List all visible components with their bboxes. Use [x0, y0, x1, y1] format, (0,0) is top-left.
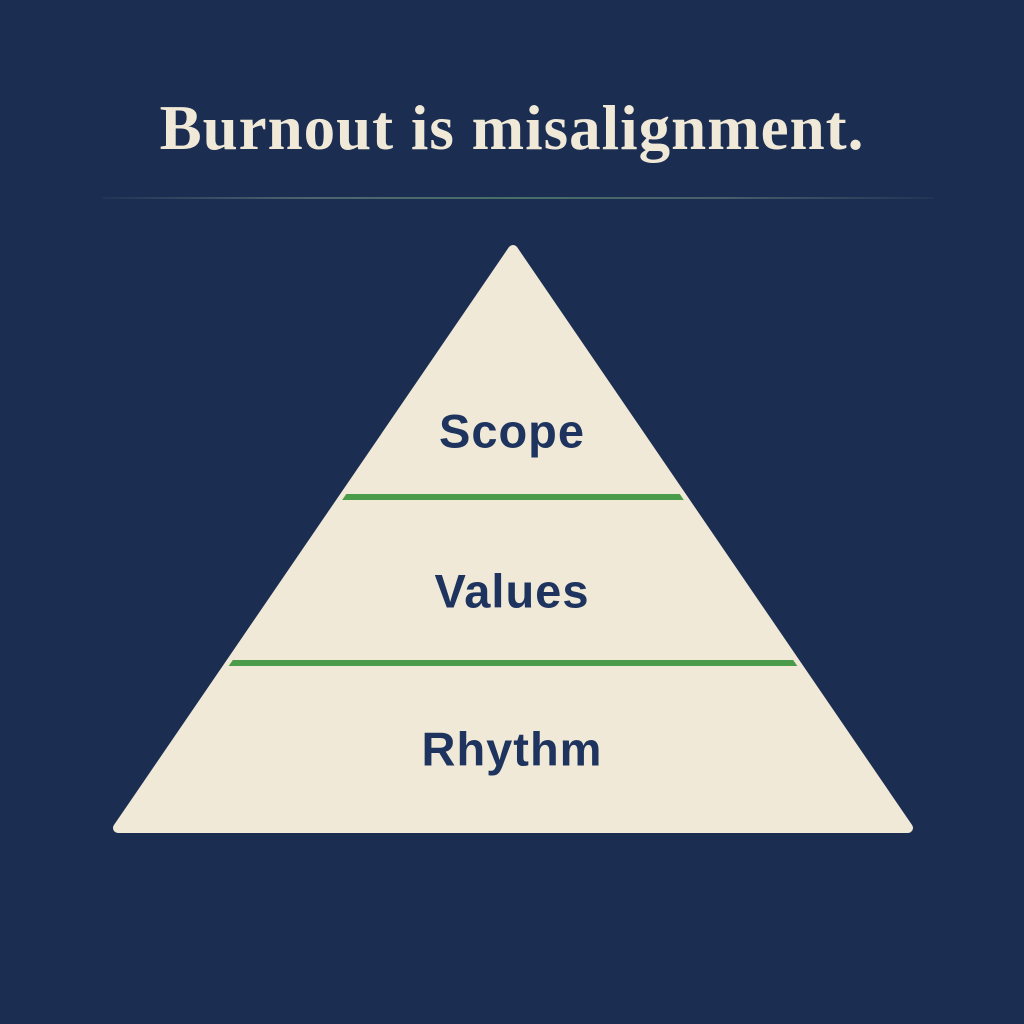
page-title: Burnout is misalignment. [159, 93, 865, 163]
tier-divider-top [118, 494, 908, 500]
tier-label-scope: Scope [438, 404, 586, 458]
tier-label-values: Values [434, 564, 590, 618]
tier-label-rhythm: Rhythm [421, 722, 603, 776]
tier-divider-bottom [118, 660, 908, 666]
title-divider-line [102, 197, 934, 199]
pyramid-triangle [113, 245, 913, 833]
